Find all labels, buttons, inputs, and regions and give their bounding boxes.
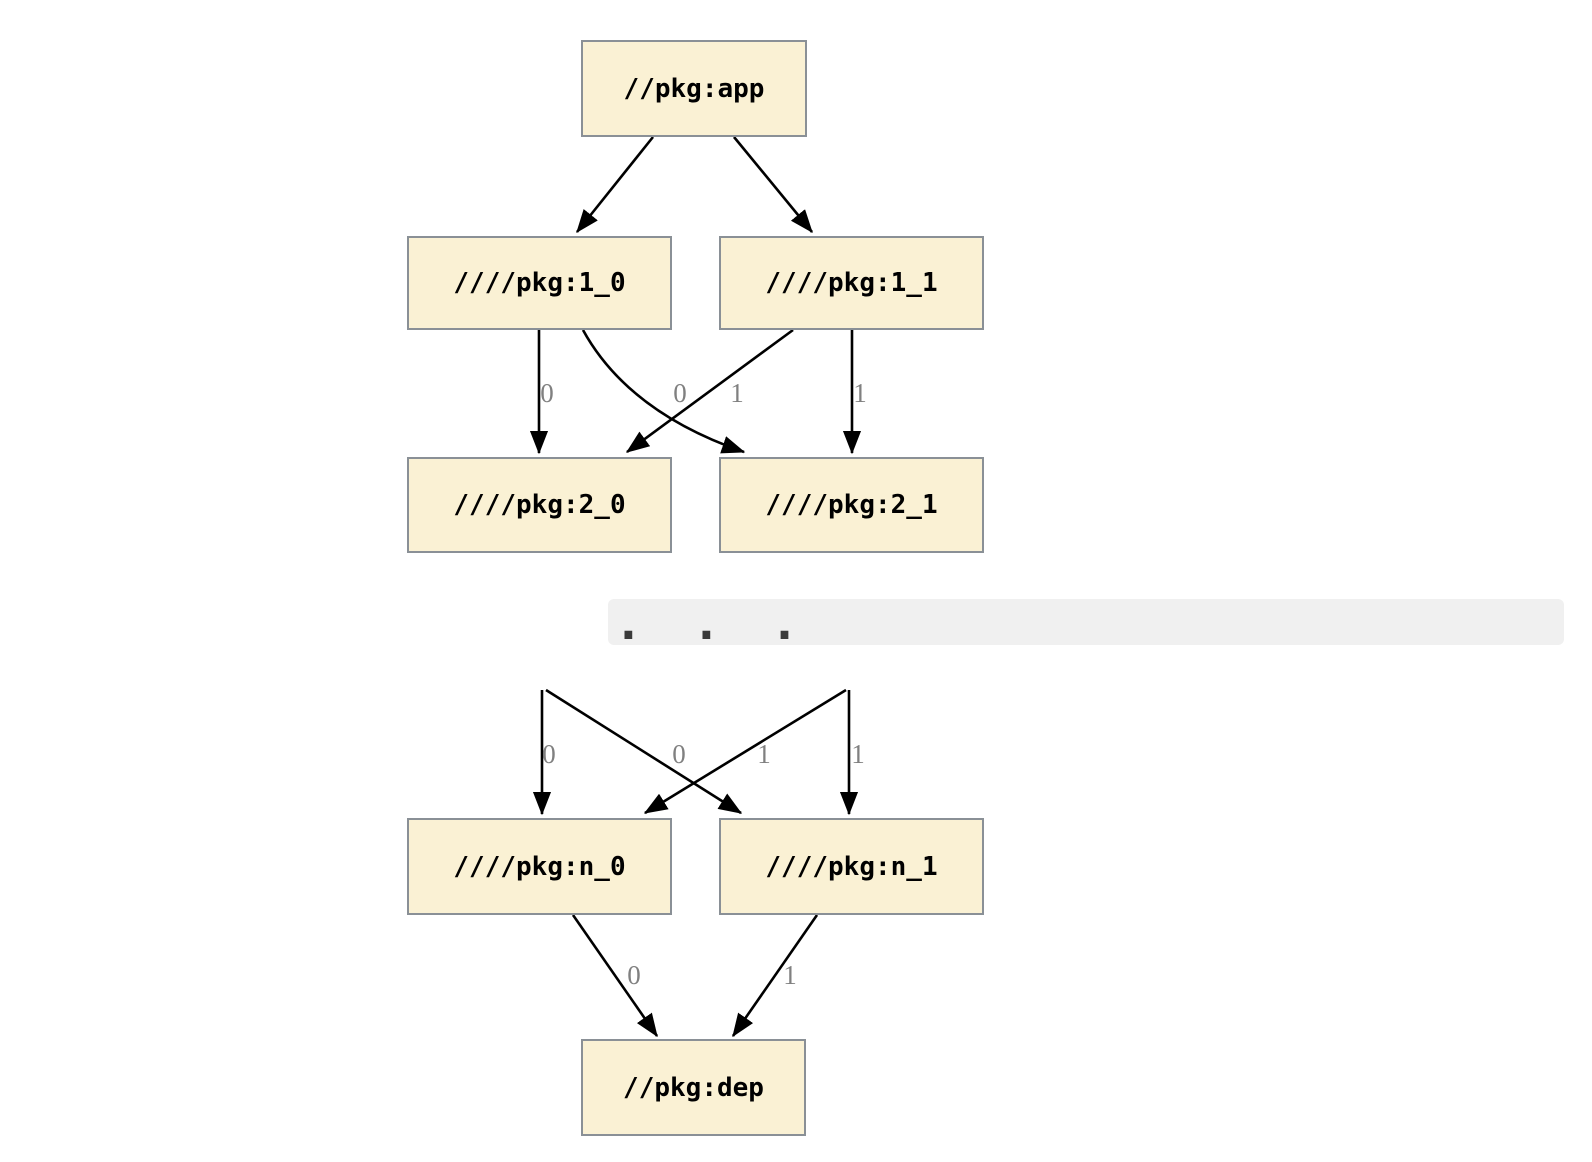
edge-label-n_1-to-dep: 1 [783, 960, 797, 990]
edge-hidden-left-to-n_1 [545, 688, 743, 815]
edge-1_1-to-2_0 [625, 328, 794, 454]
edge-n_1-to-dep [731, 914, 819, 1038]
edge-hidden-right-to-n_0 [643, 688, 847, 815]
node-label-pkg-dep: //pkg:dep [623, 1072, 764, 1103]
edge-label-hidden-right-to-n_0: 0 [672, 739, 686, 769]
node-label-pkg-1_1: ////pkg:1_1 [765, 268, 938, 298]
node-pkg-n_0: ////pkg:n_0 [407, 818, 672, 915]
node-pkg-dep: //pkg:dep [581, 1039, 806, 1136]
edge-label-n_0-to-dep: 0 [627, 960, 641, 990]
edge-app-to-1_1 [732, 136, 814, 234]
node-label-pkg-app: //pkg:app [623, 73, 765, 104]
node-pkg-1_1: ////pkg:1_1 [719, 236, 984, 330]
edge-1_0-to-2_1 [581, 329, 746, 454]
edge-label-1_0-to-2_1: 1 [730, 378, 744, 408]
node-label-pkg-2_1: ////pkg:2_1 [765, 490, 938, 520]
node-label-pkg-n_0: ////pkg:n_0 [453, 851, 626, 882]
node-label-pkg-2_0: ////pkg:2_0 [453, 490, 626, 520]
node-pkg-2_1: ////pkg:2_1 [719, 457, 984, 553]
node-pkg-1_0: ////pkg:1_0 [407, 236, 672, 330]
node-pkg-app: //pkg:app [581, 40, 807, 137]
hidden-layers-ellipsis: . . . [608, 599, 1564, 645]
node-label-pkg-n_1: ////pkg:n_1 [765, 851, 938, 882]
node-pkg-2_0: ////pkg:2_0 [407, 457, 672, 553]
node-label-pkg-1_0: ////pkg:1_0 [453, 268, 626, 298]
edge-label-hidden-left-to-n_0: 0 [542, 739, 556, 769]
edge-label-hidden-right-to-n_1: 1 [851, 739, 865, 769]
edge-label-1_1-to-2_0: 0 [673, 378, 687, 408]
node-pkg-n_1: ////pkg:n_1 [719, 818, 984, 915]
edge-label-hidden-left-to-n_1: 1 [757, 739, 771, 769]
edge-label-1_1-to-2_1: 1 [853, 378, 867, 408]
edge-n_0-to-dep [571, 914, 659, 1038]
edge-app-to-1_0 [575, 136, 655, 234]
edge-label-1_0-to-2_0: 0 [540, 378, 554, 408]
